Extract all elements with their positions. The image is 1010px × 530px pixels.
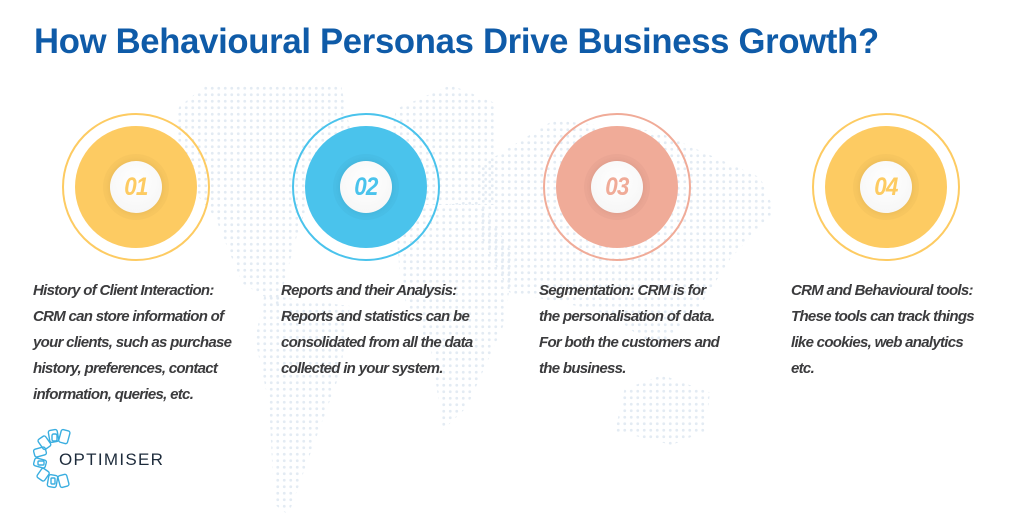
optimiser-logo: OPTIMISER xyxy=(33,428,163,492)
map-australia xyxy=(615,375,710,445)
step-4-line: These tools can track things xyxy=(791,308,975,325)
step-4-number: 04 xyxy=(874,172,898,201)
step-1-number: 01 xyxy=(124,172,148,201)
step-3-description: Segmentation: CRM is for the personalisa… xyxy=(539,278,720,382)
step-1-outer-ring xyxy=(62,113,210,261)
step-2-line: collected in your system. xyxy=(281,360,443,377)
step-3-circle: 03 xyxy=(543,113,691,261)
step-3-number: 03 xyxy=(605,172,629,201)
step-1-line: CRM can store information of xyxy=(33,308,224,325)
optimiser-flower-icon xyxy=(33,428,71,489)
step-2-line: consolidated from all the data xyxy=(281,334,473,351)
step-2-line: Reports and statistics can be xyxy=(281,308,470,325)
page-title: How Behavioural Personas Drive Business … xyxy=(34,22,879,61)
step-3-outer-ring xyxy=(543,113,691,261)
step-1-description: History of Client Interaction: CRM can s… xyxy=(33,278,232,408)
step-4-line: etc. xyxy=(791,360,815,377)
step-3-badge: 03 xyxy=(591,161,643,213)
step-4-circle: 04 xyxy=(812,113,960,261)
step-1-circle: 01 xyxy=(62,113,210,261)
step-1-line: your clients, such as purchase xyxy=(33,334,232,351)
step-3-line: the business. xyxy=(539,360,626,377)
step-4-description: CRM and Behavioural tools: These tools c… xyxy=(791,278,975,382)
step-1-badge: 01 xyxy=(110,161,162,213)
step-2-number: 02 xyxy=(354,172,378,201)
step-1-line: history, preferences, contact xyxy=(33,360,218,377)
step-2-circle: 02 xyxy=(292,113,440,261)
step-2-outer-ring xyxy=(292,113,440,261)
step-4-line: CRM and Behavioural tools: xyxy=(791,282,974,299)
step-4-badge: 04 xyxy=(860,161,912,213)
step-4-line: like cookies, web analytics xyxy=(791,334,964,351)
step-3-line: the personalisation of data. xyxy=(539,308,715,325)
step-2-line: Reports and their Analysis: xyxy=(281,282,457,299)
step-3-line: Segmentation: CRM is for xyxy=(539,282,706,299)
step-4-outer-ring xyxy=(812,113,960,261)
step-2-description: Reports and their Analysis: Reports and … xyxy=(281,278,473,382)
logo-text: OPTIMISER xyxy=(59,450,165,469)
step-1-line: information, queries, etc. xyxy=(33,386,194,403)
step-1-line: History of Client Interaction: xyxy=(33,282,214,299)
step-3-line: For both the customers and xyxy=(539,334,720,351)
step-2-badge: 02 xyxy=(340,161,392,213)
